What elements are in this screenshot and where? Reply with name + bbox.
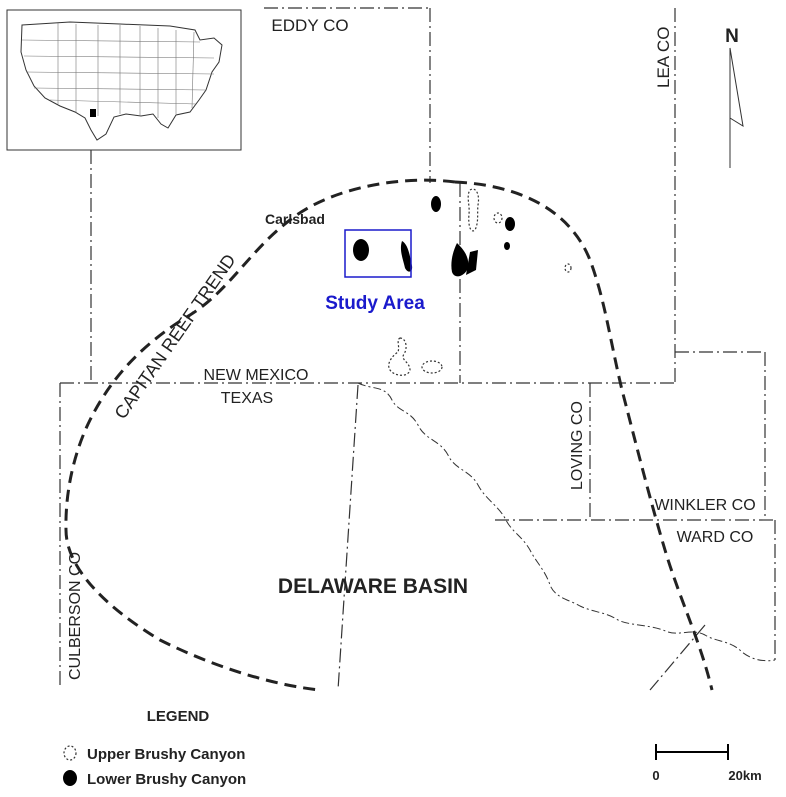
river-line (357, 382, 776, 662)
legend-item-lower-label: Lower Brushy Canyon (87, 771, 246, 788)
winkler-co-label: WINKLER CO (654, 497, 755, 514)
loving-co-label: LOVING CO (569, 401, 586, 490)
upper-brushy-canyon-symbol (63, 745, 77, 761)
scale-bar-end-label: 20km (728, 768, 761, 783)
study-region-marker (90, 109, 96, 117)
delaware-basin-label: DELAWARE BASIN (278, 575, 468, 598)
lower-brushy-canyon-deposits (353, 196, 515, 277)
texas-label: TEXAS (221, 390, 273, 407)
usa-inset-map (6, 9, 242, 151)
capitan-reef-trend-line (64, 178, 456, 692)
legend-item-upper-label: Upper Brushy Canyon (87, 746, 245, 763)
study-area-label: Study Area (325, 293, 425, 314)
lower-brushy-canyon-symbol (63, 770, 77, 786)
carlsbad-label: Carlsbad (265, 211, 325, 227)
north-label: N (725, 26, 739, 47)
scale-bar (655, 744, 729, 760)
county-boundaries (59, 7, 776, 691)
upper-brushy-canyon-deposits (388, 188, 572, 376)
north-arrow-icon (729, 47, 744, 168)
scale-bar-start-label: 0 (652, 768, 659, 783)
ward-co-label: WARD CO (677, 529, 754, 546)
culberson-co-label: CULBERSON CO (67, 552, 84, 680)
lea-co-label: LEA CO (654, 27, 673, 88)
eddy-co-label: EDDY CO (271, 16, 348, 35)
study-area-box (344, 229, 412, 278)
new-mexico-label: NEW MEXICO (204, 367, 309, 384)
legend-title: LEGEND (147, 708, 210, 725)
